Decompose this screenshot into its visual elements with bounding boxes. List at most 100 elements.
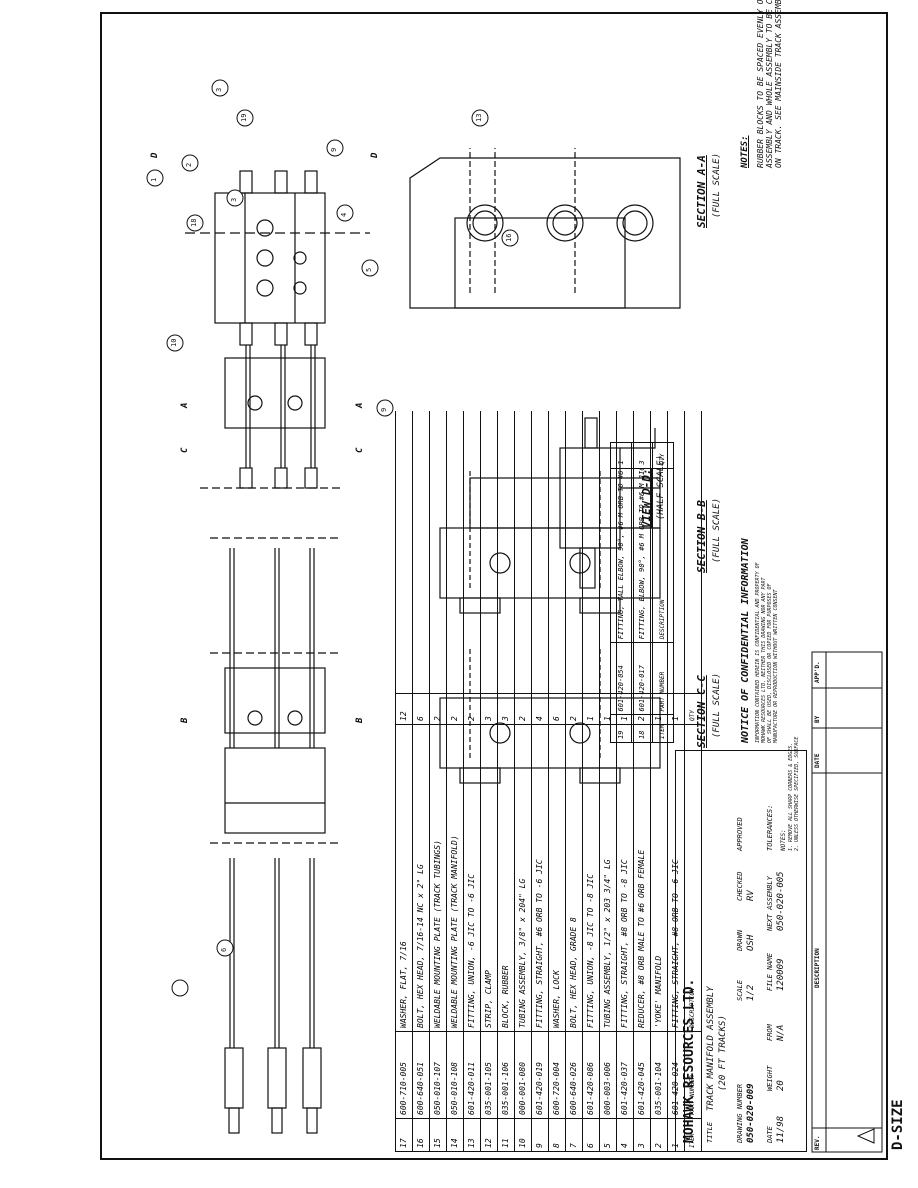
title-block: MOHAWK RESOURCES LTD. TITLE TRACK MANIFO… (675, 737, 807, 1152)
balloon-label: 6 (220, 947, 228, 952)
table-cell: STRIP, CLAMP (481, 724, 497, 1031)
table-cell: 600-640-026 (566, 1031, 582, 1118)
table-cell: 600-720-004 (549, 1031, 565, 1118)
table-cell: BOLT, HEX HEAD, 7/16-14 NC x 2" LG (413, 724, 429, 1031)
table-cell: FITTING, UNION, -8 JIC TO -8 JIC (583, 724, 599, 1031)
table-cell: 2 (651, 1118, 667, 1151)
cut-letter-d-2: D (370, 152, 380, 158)
table-cell: 4 (532, 693, 548, 724)
table-cell: 12 (481, 1118, 497, 1151)
revision-header: APP'D. (814, 661, 821, 683)
notes-block: NOTES: RUBBER BLOCKS TO BE SPACED EVENLY… (740, 0, 783, 168)
from-label: FROM (766, 1024, 774, 1041)
section-aa-scale: (FULL SCALE) (712, 152, 722, 218)
table-cell: 2 (634, 693, 650, 724)
section-bb-scale: (FULL SCALE) (712, 497, 722, 563)
date-label: DATE (766, 1126, 774, 1143)
balloon-label: 16 (505, 233, 513, 242)
sheet-size: D-SIZE (890, 1099, 906, 1150)
plan-view (185, 170, 370, 1134)
notes-heading: NOTES: (740, 135, 750, 168)
balloon-label: 19 (240, 113, 248, 122)
table-cell: 8 (549, 1118, 565, 1151)
balloon-label: 1 (150, 177, 158, 182)
table-cell: 10 (515, 1118, 531, 1151)
scale-label: SCALE (736, 979, 744, 1001)
balloon-label: 9 (330, 147, 338, 152)
notes-line: ASSEMBLY AND WHOLE ASSEMBLY TO BE CENTER… (765, 0, 774, 168)
cut-letter-a: A (180, 402, 190, 408)
table-cell: BLOCK, RUBBER (498, 724, 514, 1031)
cut-letter-b: B (180, 717, 190, 723)
table-cell: 6 (583, 1118, 599, 1151)
table-cell: 601-420-045 (634, 1031, 650, 1118)
table-cell: 15 (430, 1118, 446, 1151)
table-cell: 6 (413, 693, 429, 724)
revision-block (811, 651, 883, 1153)
weight-label: WEIGHT (766, 1065, 774, 1091)
table-cell: 601-420-086 (583, 1031, 599, 1118)
table-cell: 14 (447, 1118, 463, 1151)
tb-note: 2. UNLESS OTHERWISE SPECIFIED, SURFACE (794, 736, 800, 851)
table-cell: 1 (600, 693, 616, 724)
balloon-label: 3 (215, 87, 223, 92)
revision-header: DESCRIPTION (814, 948, 821, 988)
balloon-label: 4 (340, 212, 348, 217)
revision-header: BY (814, 715, 821, 723)
weight-value: 20 (776, 1080, 786, 1091)
table-cell: WASHER, LOCK (549, 724, 565, 1031)
revision-header: REV. (814, 1135, 821, 1150)
table-cell: 601-420-011 (464, 1031, 480, 1118)
balloon-label: 10 (170, 338, 178, 347)
table-cell: 2 (464, 693, 480, 724)
table-cell: 050-010-108 (447, 1031, 463, 1118)
notes-line: RUBBER BLOCKS TO BE SPACED EVENLY ON (756, 0, 765, 168)
cut-letter-d: D (150, 152, 160, 158)
drawn-value: OSH (746, 934, 756, 951)
table-cell: 2 (447, 693, 463, 724)
confidential-line: MANUFACTURE OR REPRODUCTION WITHOUT WRIT… (773, 589, 779, 743)
table-cell: 2 (566, 693, 582, 724)
table-cell: FITTING, STRAIGHT, #8 ORB TO -8 JIC (617, 724, 633, 1031)
table-cell: WASHER, FLAT, 7/16 (396, 724, 412, 1031)
cut-letter-a-2: A (355, 402, 365, 408)
company-name: MOHAWK RESOURCES LTD. (682, 978, 697, 1143)
file-name-value: 120009 (776, 958, 786, 991)
table-cell: 600-640-051 (413, 1031, 429, 1118)
table-cell: FITTING, STRAIGHT, #6 ORB TO -6 JIC (532, 724, 548, 1031)
title-line: TRACK MANIFOLD ASSEMBLY (706, 986, 716, 1111)
table-cell: 16 (413, 1118, 429, 1151)
table-cell: 11 (498, 1118, 514, 1151)
table-cell: 050-010-107 (430, 1031, 446, 1118)
revision-header: DATE (814, 753, 821, 768)
drawing-number-label: DRAWING NUMBER (736, 1083, 744, 1143)
checked-label: CHECKED (736, 871, 744, 901)
balloon-label: 18 (190, 218, 198, 227)
table-cell: 17 (396, 1118, 412, 1151)
table-cell: 3 (634, 1118, 650, 1151)
table-cell: 600-710-005 (396, 1031, 412, 1118)
table-cell: 13 (464, 1118, 480, 1151)
table-cell: 035-001-105 (481, 1031, 497, 1118)
table-cell: WELDABLE MOUNTING PLATE (TRACK TUBINGS) (430, 724, 446, 1031)
next-assembly-value: 050-020-005 (776, 871, 786, 931)
table-cell: 3 (498, 693, 514, 724)
table-cell: 035-001-104 (651, 1031, 667, 1118)
scale-value: 1/2 (746, 984, 756, 1001)
balloon-label: 2 (185, 162, 193, 167)
table-cell: 'YOKE' MANIFOLD (651, 724, 667, 1031)
section-cc (439, 648, 661, 784)
